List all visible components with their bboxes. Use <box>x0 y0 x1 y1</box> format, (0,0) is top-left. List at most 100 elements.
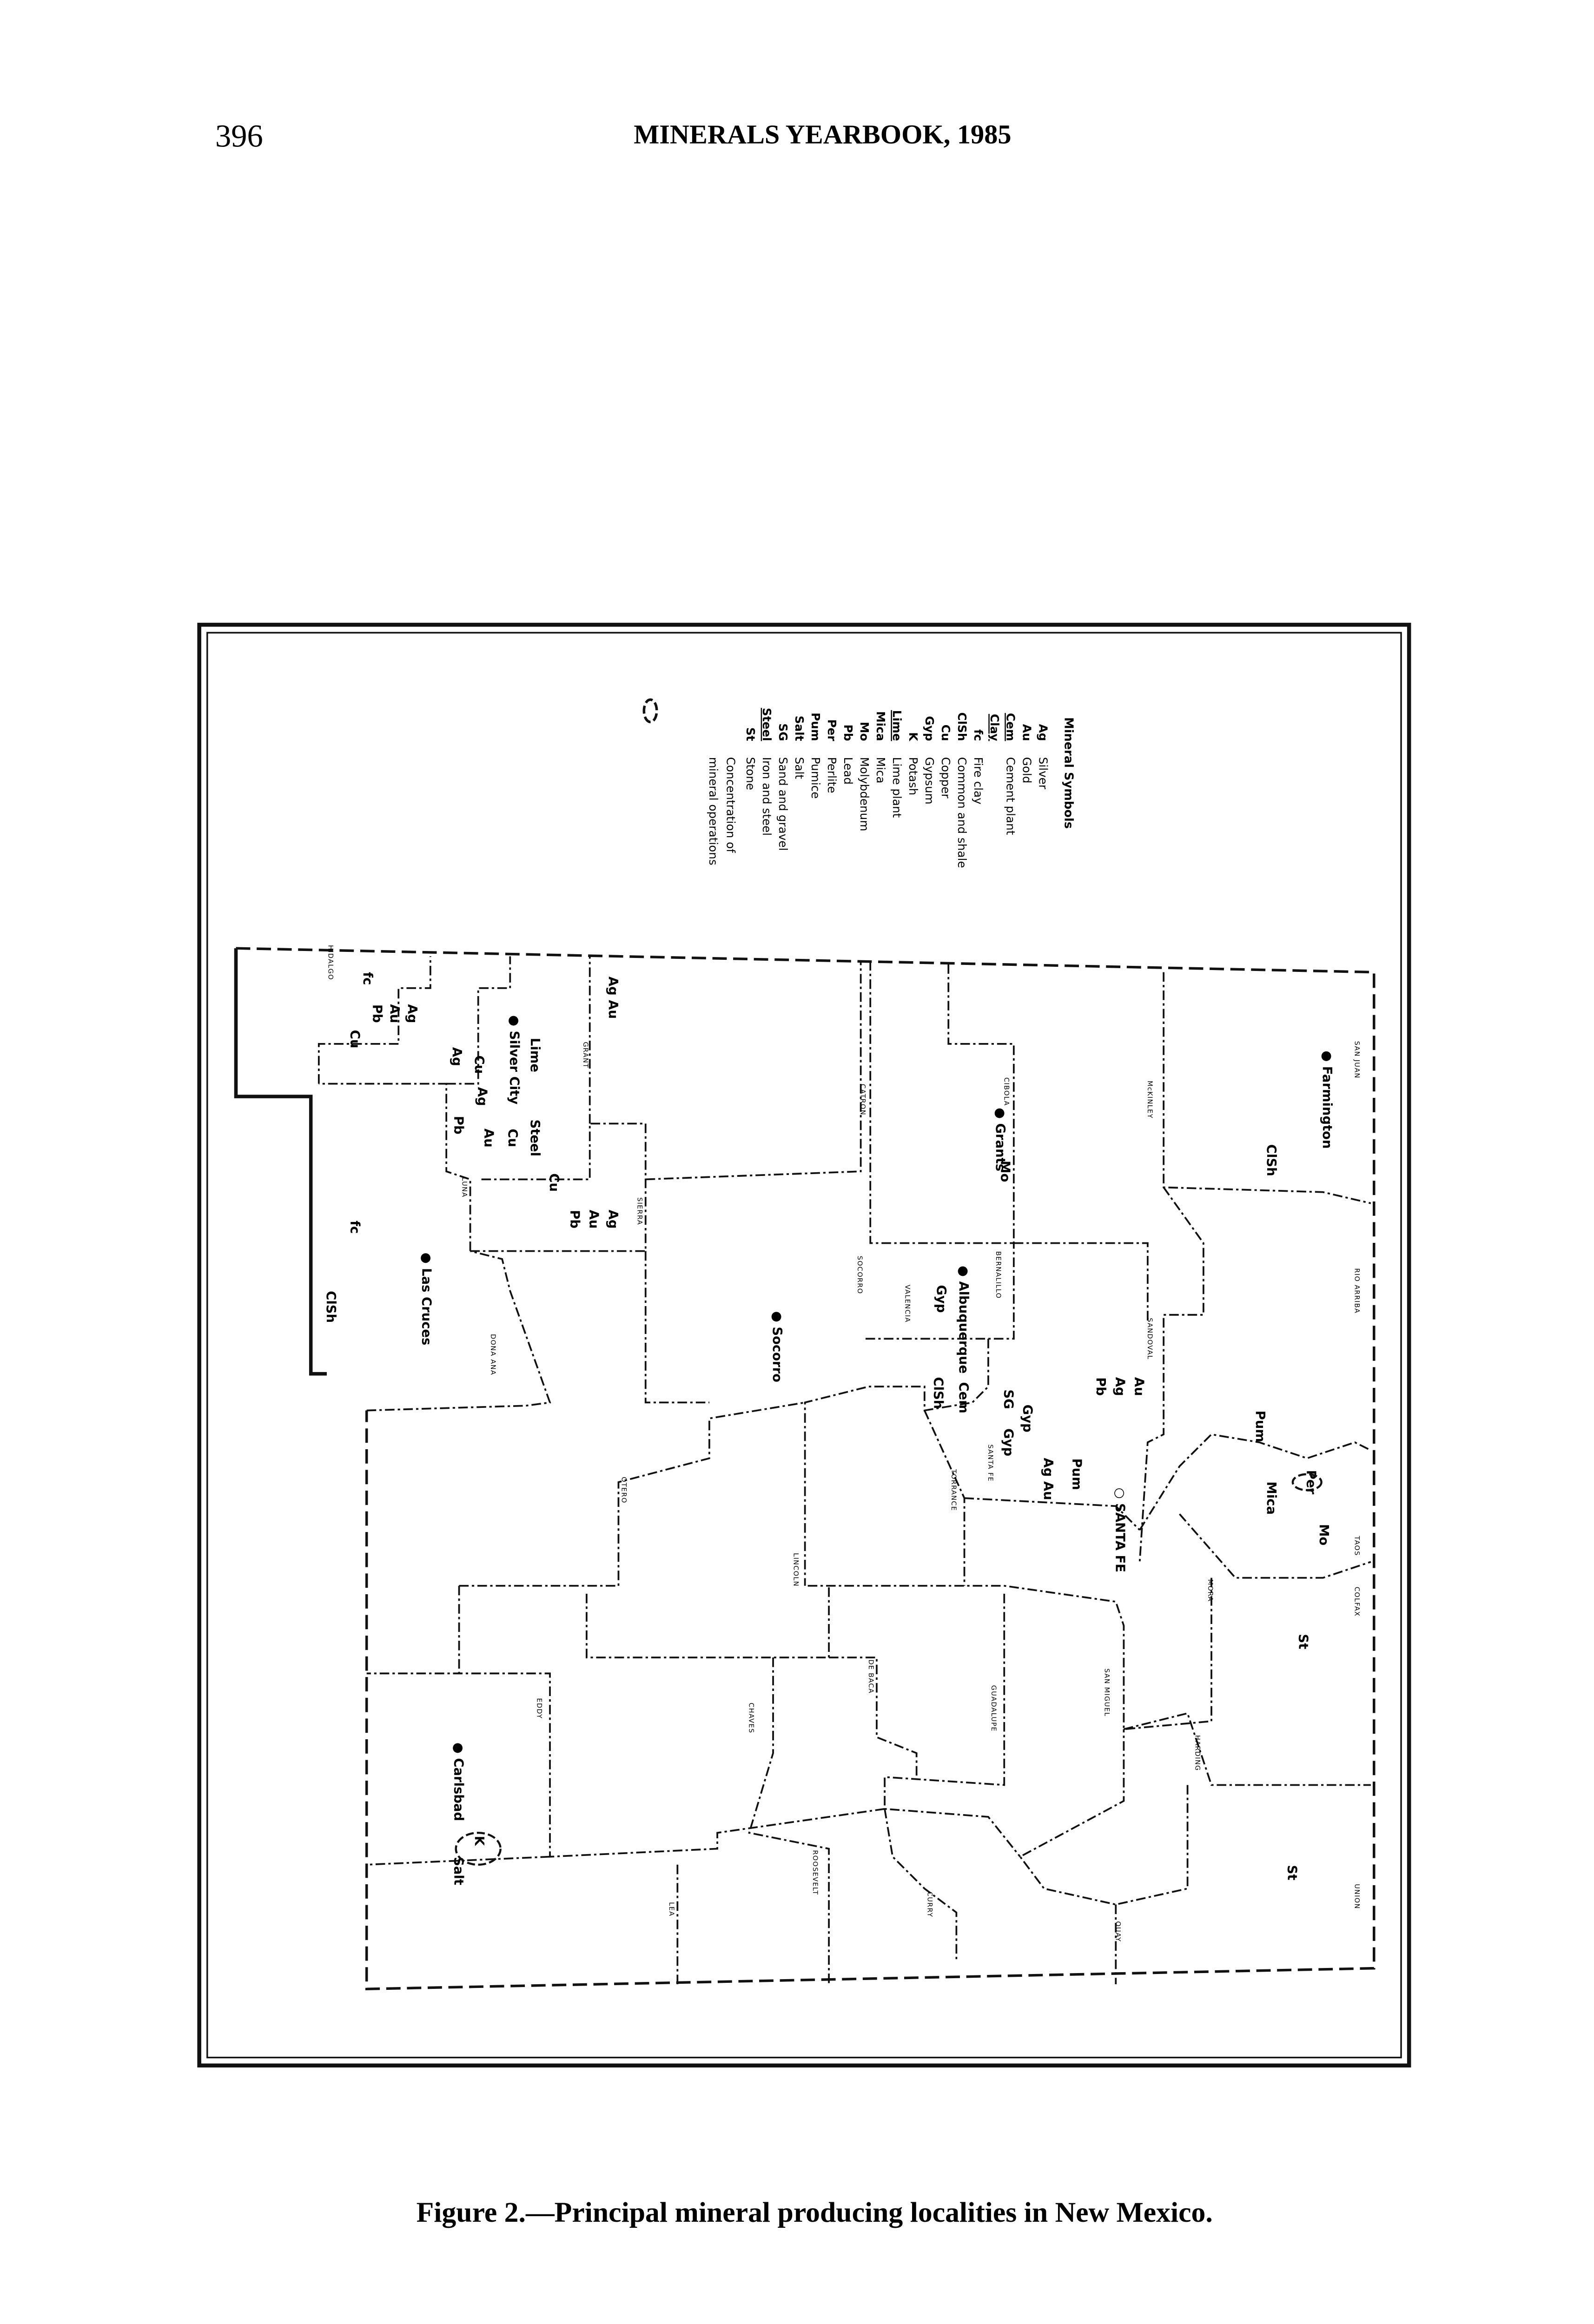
city-label: ● Grants <box>993 1108 1007 1171</box>
mineral-symbol-label: ClSh <box>1264 1144 1278 1176</box>
mineral-symbol-label: ClSh <box>324 1291 338 1323</box>
legend-symbol: ClSh <box>955 713 969 741</box>
legend-symbol: K <box>906 732 920 741</box>
legend-label: Copper <box>939 757 952 799</box>
city-label: ● Albuquerque <box>956 1266 971 1373</box>
legend-symbol: Salt <box>793 716 806 741</box>
mineral-symbol-label: Gyp <box>1001 1428 1015 1456</box>
county-label: GRANT <box>582 1042 589 1069</box>
legend-label: Salt <box>793 757 806 779</box>
legend-label: Sand and gravel <box>776 757 790 851</box>
legend-label: Mica <box>874 757 887 784</box>
legend-symbol: St <box>744 727 757 741</box>
mineral-symbol-label: Pb <box>370 1004 384 1023</box>
city-label: ● Silver City <box>507 1015 521 1104</box>
legend-symbol: Gyp <box>923 716 936 741</box>
legend-concentration-2: mineral operations <box>707 757 720 865</box>
county-label: HIDALGO <box>326 945 334 980</box>
legend-label: Iron and steel <box>760 757 774 836</box>
legend-symbol: Mica <box>874 711 887 741</box>
county-label: EDDY <box>536 1698 543 1719</box>
county-label: ROOSEVELT <box>811 1850 819 1895</box>
legend-symbol: Steel <box>760 708 774 741</box>
legend-symbol: Ag <box>1037 724 1050 741</box>
legend-label: Molybdenum <box>858 757 871 832</box>
mineral-symbol-label: Mo <box>1316 1524 1331 1545</box>
legend-symbol: Lime <box>890 710 904 741</box>
mineral-symbol-label: Au <box>587 1210 601 1229</box>
county-label: SAN MIGUEL <box>1103 1669 1110 1717</box>
county-label: CIBOLA <box>1002 1077 1010 1106</box>
legend-label: Silver <box>1037 757 1050 790</box>
county-label: CHAVES <box>747 1703 755 1733</box>
county-label: CURRY <box>926 1892 933 1917</box>
mineral-symbol-label: Ag Au <box>1041 1458 1055 1500</box>
legend-label: Cement plant <box>1004 757 1018 835</box>
state-boundary <box>234 947 1376 1991</box>
legend-concentration-1: Concentration of <box>724 757 738 853</box>
legend-label: Stone <box>744 757 757 790</box>
mineral-symbol-label: Au <box>481 1129 496 1148</box>
legend-label: Gold <box>1020 757 1034 784</box>
mineral-symbol-label: ClSh <box>931 1377 945 1409</box>
mineral-symbol-label: Ag Au <box>606 977 620 1019</box>
mineral-symbol-label: Ag <box>450 1047 464 1066</box>
mineral-symbol-label: Ag <box>475 1087 489 1106</box>
concentration-ellipse-icon <box>455 1831 502 1866</box>
legend-label: Lime plant <box>890 757 904 818</box>
running-title: MINERALS YEARBOOK, 1985 <box>634 119 1011 150</box>
county-label: TORRANCE <box>950 1469 957 1511</box>
county-label: SANDOVAL <box>1146 1318 1153 1360</box>
legend-label: Fire clay <box>972 757 985 805</box>
county-label: SAN JUAN <box>1353 1041 1361 1079</box>
mineral-symbol-label: fc <box>360 972 375 985</box>
legend-label: Common and shale <box>955 757 969 868</box>
legend-label: Lead <box>841 757 855 785</box>
city-label: ● Farmington <box>1320 1050 1334 1149</box>
county-label: SIERRA <box>636 1197 643 1225</box>
city-label: ● Las Cruces <box>419 1253 434 1346</box>
mineral-symbol-label: Ag <box>405 1004 419 1023</box>
county-label: CATRON <box>859 1084 866 1116</box>
county-label: VALENCIA <box>904 1285 911 1323</box>
county-label: RIO ARRIBA <box>1353 1268 1361 1314</box>
mineral-symbol-label: Steel <box>528 1119 542 1156</box>
mineral-symbol-label: Gyp <box>1020 1405 1034 1433</box>
figure-caption: Figure 2.—Principal mineral producing lo… <box>417 2197 1213 2228</box>
legend-symbol: Per <box>825 719 839 741</box>
mineral-symbol-label: Pb <box>451 1116 465 1135</box>
map-frame-inner <box>206 632 1402 2059</box>
legend-label: Pumice <box>809 757 822 799</box>
county-label: BERNALILLO <box>994 1251 1002 1299</box>
city-label: ● Socorro <box>770 1311 784 1382</box>
concentration-ellipse-icon <box>642 698 658 724</box>
county-label: HARDING <box>1194 1735 1201 1771</box>
mineral-symbol-label: Mica <box>1264 1481 1278 1514</box>
legend-title: Mineral Symbols <box>1062 717 1076 829</box>
county-label: McKINLEY <box>1146 1081 1153 1119</box>
county-label: QUAY <box>1114 1921 1121 1942</box>
county-label: LEA <box>668 1902 675 1916</box>
concentration-ellipse-icon <box>1291 1473 1323 1492</box>
county-label: LUNA <box>460 1177 468 1198</box>
county-label: COLFAX <box>1353 1587 1361 1617</box>
county-label: DONA ANA <box>489 1334 496 1375</box>
mineral-symbol-label: Pum <box>1070 1459 1084 1490</box>
legend-label: Potash <box>906 757 920 795</box>
mineral-symbol-label: Pb <box>568 1210 582 1228</box>
mineral-symbol-label: Pb <box>1093 1377 1108 1396</box>
legend-symbol: Cem <box>1004 713 1018 741</box>
legend-symbol: SG <box>776 723 790 741</box>
page: 396 MINERALS YEARBOOK, 1985 Mineral Symb… <box>197 118 1411 2228</box>
mineral-symbol-label: K <box>472 1836 486 1847</box>
mineral-symbol-label: St <box>1296 1634 1310 1649</box>
legend-symbol: Pum <box>809 713 822 741</box>
mineral-symbol-label: Au <box>387 1004 402 1023</box>
mineral-symbol-label: Au <box>1131 1377 1146 1396</box>
mineral-symbol-label: Ag <box>606 1210 620 1229</box>
mineral-symbol-label: Ag <box>1112 1377 1127 1396</box>
mineral-symbol-label: Cu <box>347 1030 362 1049</box>
city-label: ○ SANTA FE <box>1112 1488 1127 1572</box>
county-label: SANTA FE <box>986 1444 994 1481</box>
legend-symbol: fc <box>972 729 985 741</box>
